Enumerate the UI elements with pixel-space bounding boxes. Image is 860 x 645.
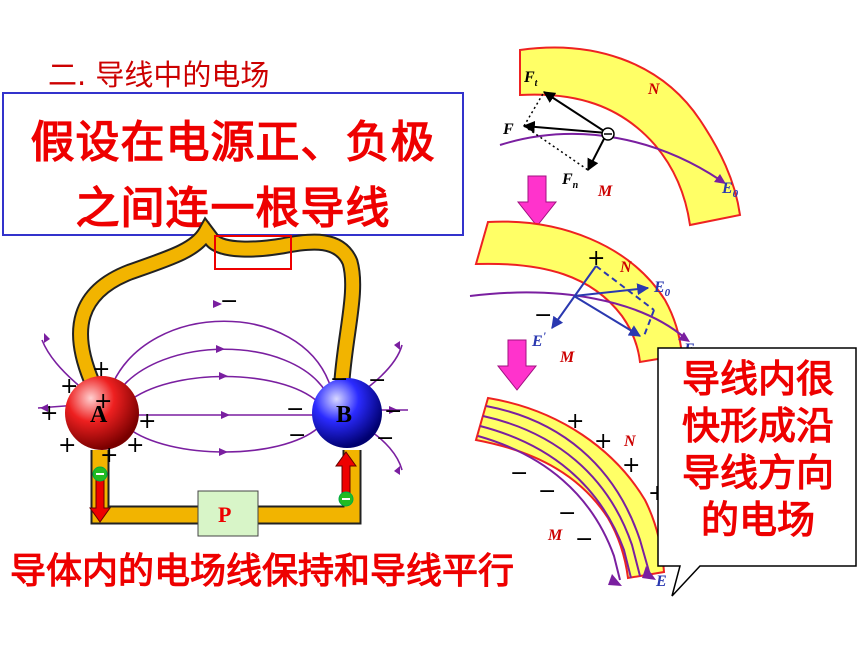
- step-arrow-icon: [516, 175, 558, 227]
- label-eprime: E': [531, 329, 547, 350]
- minus-charge: −: [376, 426, 394, 451]
- field-line: [117, 348, 327, 393]
- callout-line: 的电场: [700, 498, 815, 542]
- plus-charge: +: [94, 389, 112, 414]
- field-arrowhead: [219, 448, 228, 456]
- field-arrowhead: [642, 566, 656, 580]
- minus-charge: −: [510, 461, 528, 486]
- field-e0-vector: [573, 283, 650, 297]
- assumption-line-2: 之间连一根导线: [75, 183, 391, 234]
- field-line: [41, 339, 85, 391]
- plus-charge: +: [100, 443, 118, 468]
- field-line: [477, 435, 621, 581]
- field-line: [469, 291, 686, 339]
- panel-1: Ft F Fn N M E0: [499, 46, 742, 227]
- field-line: [479, 425, 632, 579]
- minus-charge: −: [288, 423, 306, 448]
- field-line: [499, 132, 721, 181]
- field-arrowhead: [219, 372, 228, 380]
- label-ft: Ft: [523, 69, 539, 89]
- label-n: N: [647, 81, 661, 98]
- section-title: 二. 导线中的电场: [48, 58, 270, 92]
- wire-top: [72, 216, 362, 386]
- negative-sphere: [312, 378, 382, 448]
- minus-charge: −: [286, 397, 304, 422]
- force-ft-vector: [542, 91, 608, 134]
- panel-2: + − N M E0 E0 E': [469, 220, 701, 366]
- conductor-band: [519, 46, 742, 227]
- field-line: [482, 415, 641, 577]
- field-arrowhead: [678, 332, 690, 342]
- minus-charge: −: [575, 527, 593, 552]
- label-fn: Fn: [561, 171, 579, 191]
- positive-sphere: [65, 376, 139, 450]
- wire-highlight-box: [214, 235, 292, 270]
- callout-line: 快形成沿: [681, 404, 834, 448]
- plus-charge: +: [622, 453, 640, 478]
- charge-signs: + + + + + + + + − − − − − − −: [40, 289, 402, 468]
- conclusion-text: 导体内的电场线保持和导线平行: [10, 551, 515, 592]
- label-n: N: [619, 259, 633, 276]
- field-arrowhead: [40, 404, 48, 412]
- plus-charge: +: [594, 429, 612, 454]
- plus-charge: +: [566, 409, 584, 434]
- field-arrowheads: [40, 300, 400, 475]
- field-arrowhead: [213, 300, 222, 308]
- plus-charge: +: [60, 374, 78, 399]
- callout-text: 导线内很 快形成沿 导线方向 的电场: [668, 356, 848, 544]
- field-resultant-vector: [573, 295, 642, 337]
- plus-charge: +: [58, 433, 76, 458]
- field-arrowhead: [394, 341, 400, 350]
- step-arrow-icon: [496, 339, 538, 391]
- plus-charge: +: [587, 246, 605, 271]
- field-arrowhead: [394, 466, 400, 475]
- conductor-band: [474, 220, 684, 364]
- label-m: M: [559, 349, 575, 366]
- current-arrow-up: [335, 451, 357, 497]
- minus-charge: −: [384, 399, 402, 424]
- minus-charge: −: [330, 367, 348, 392]
- label-e0: E0: [653, 279, 671, 299]
- field-arrowhead: [221, 411, 230, 419]
- positive-sphere-label: A: [90, 402, 108, 428]
- source-label: P: [218, 502, 231, 527]
- plus-charge: +: [126, 433, 144, 458]
- callout-bubble: [657, 347, 857, 597]
- plus-charge: +: [92, 357, 110, 382]
- label-n: N: [623, 433, 637, 450]
- plus-charge: +: [40, 401, 58, 426]
- minus-charge: −: [538, 479, 556, 504]
- force-f-vector: [522, 120, 608, 134]
- field-arrowhead: [389, 406, 398, 414]
- minus-charge: −: [558, 501, 576, 526]
- circuit: A B P + + + + + + + + − − − − − − −: [37, 216, 408, 537]
- field-line: [111, 320, 331, 386]
- current-arrow-down: [89, 477, 111, 523]
- callout-line: 导线方向: [681, 451, 834, 495]
- assumption-line-1: 假设在电源正、负极: [30, 117, 436, 168]
- label-m: M: [547, 527, 563, 544]
- assumption-box: 假设在电源正、负极 之间连一根导线: [2, 92, 464, 236]
- negative-sphere-label: B: [336, 402, 352, 428]
- minus-charge: −: [368, 368, 386, 393]
- label-f: F: [502, 121, 514, 138]
- callout-line: 导线内很: [681, 357, 834, 401]
- field-arrowhead: [714, 174, 726, 184]
- field-arrowhead: [216, 345, 225, 353]
- label-e0: E0: [721, 180, 739, 200]
- minus-charge: −: [534, 303, 552, 328]
- field-line: [485, 405, 651, 576]
- field-arrowhead: [44, 333, 50, 343]
- field-arrowhead: [608, 574, 622, 586]
- source-box: [197, 490, 259, 537]
- minus-charge: −: [220, 289, 238, 314]
- plus-charge: +: [138, 409, 156, 434]
- label-m: M: [597, 183, 613, 200]
- label-e: E: [655, 573, 667, 590]
